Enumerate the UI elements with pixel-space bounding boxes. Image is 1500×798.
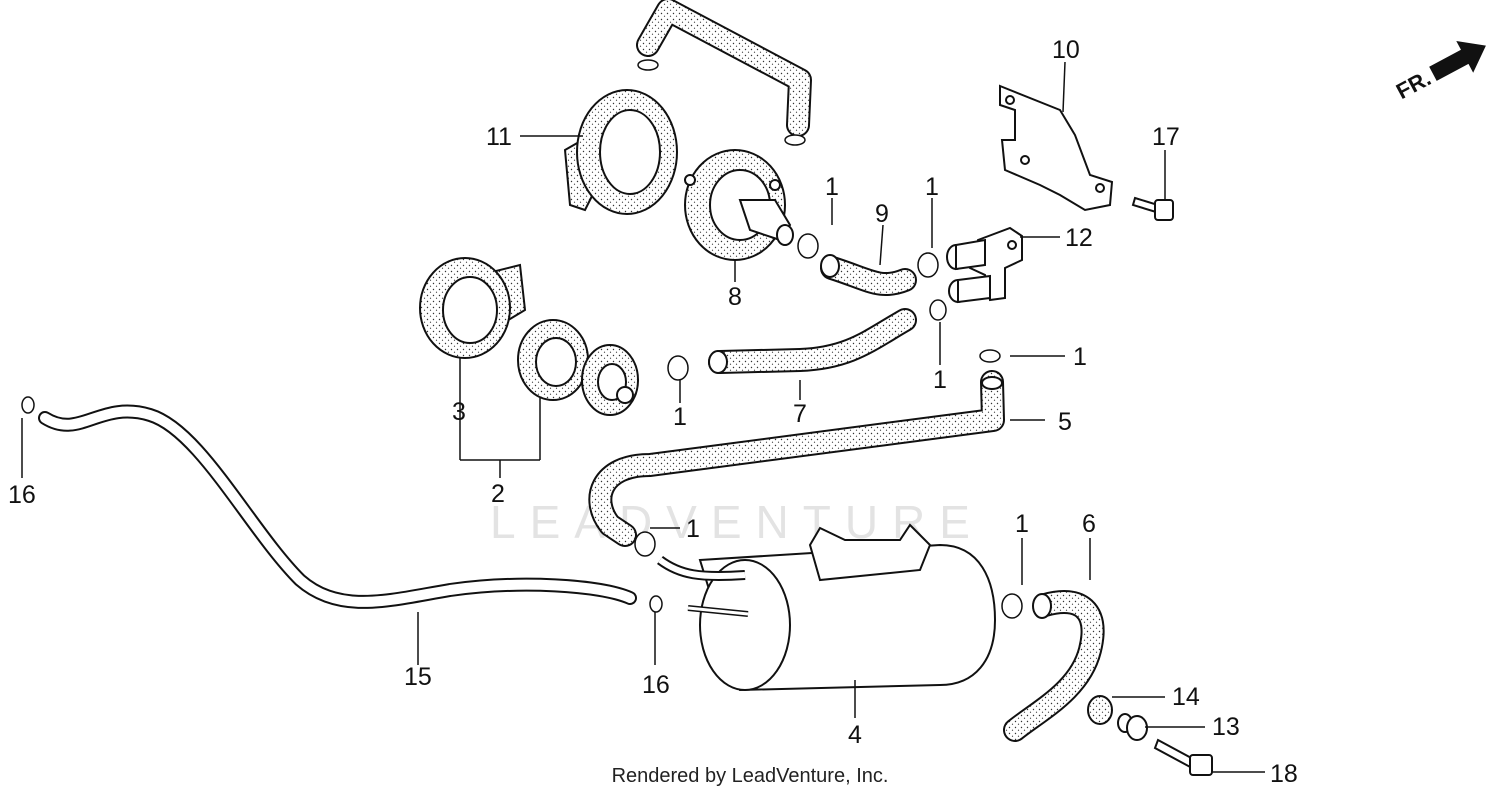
part-4-canister bbox=[657, 523, 997, 692]
callout-6: 6 bbox=[1082, 510, 1096, 538]
part-3-ring bbox=[419, 257, 527, 359]
part-11-ring-holder bbox=[563, 89, 678, 215]
callout-11: 11 bbox=[486, 123, 512, 151]
part-15-hose bbox=[38, 404, 637, 609]
callout-12: 12 bbox=[1065, 224, 1093, 252]
callout-1-e: 1 bbox=[673, 403, 687, 431]
part-7-hose bbox=[708, 308, 917, 374]
part-8-valve bbox=[684, 149, 794, 261]
leader-lines bbox=[21, 61, 1265, 773]
callout-9: 9 bbox=[875, 200, 889, 228]
part-13-collar bbox=[1117, 713, 1148, 741]
part-12-joint bbox=[946, 226, 1023, 304]
front-direction-marker: FR. bbox=[1392, 40, 1486, 104]
callout-2: 2 bbox=[491, 480, 505, 508]
callout-5: 5 bbox=[1058, 408, 1072, 436]
part-10-bracket bbox=[999, 84, 1114, 212]
callout-4: 4 bbox=[848, 721, 862, 749]
part-top-vent-tube bbox=[636, 0, 812, 146]
callout-3: 3 bbox=[452, 398, 466, 426]
callout-1-f: 1 bbox=[686, 515, 700, 543]
callout-13: 13 bbox=[1212, 713, 1240, 741]
callout-7: 7 bbox=[793, 400, 807, 428]
callout-16-b: 16 bbox=[642, 671, 670, 699]
callout-10: 10 bbox=[1052, 36, 1080, 64]
part-2-valve-assembly bbox=[517, 319, 639, 416]
callout-15: 15 bbox=[404, 663, 432, 691]
part-6-hose bbox=[1003, 590, 1105, 742]
callout-1-g: 1 bbox=[1015, 510, 1029, 538]
part-14-grommet bbox=[1087, 695, 1113, 725]
callout-1-c: 1 bbox=[933, 366, 947, 394]
part-17-bolt bbox=[1131, 196, 1174, 221]
callout-1-a: 1 bbox=[825, 173, 839, 201]
callout-1-d: 1 bbox=[1073, 343, 1087, 371]
part-5-hose bbox=[588, 370, 1005, 547]
callout-18: 18 bbox=[1270, 760, 1298, 788]
part-9-hose bbox=[820, 254, 917, 296]
fr-label: FR. bbox=[1392, 65, 1435, 104]
callout-17: 17 bbox=[1152, 123, 1180, 151]
callout-labels: 10 17 12 11 1 9 1 8 1 1 1 7 5 3 2 16 1 1… bbox=[8, 36, 1298, 788]
callout-1-b: 1 bbox=[925, 173, 939, 201]
front-arrow-icon bbox=[1429, 40, 1486, 81]
footer-credit: Rendered by LeadVenture, Inc. bbox=[611, 765, 889, 787]
callout-8: 8 bbox=[728, 283, 742, 311]
callout-14: 14 bbox=[1172, 683, 1200, 711]
part-18-bolt bbox=[1153, 738, 1213, 776]
clip-icons bbox=[21, 233, 1023, 619]
callout-16-a: 16 bbox=[8, 481, 36, 509]
